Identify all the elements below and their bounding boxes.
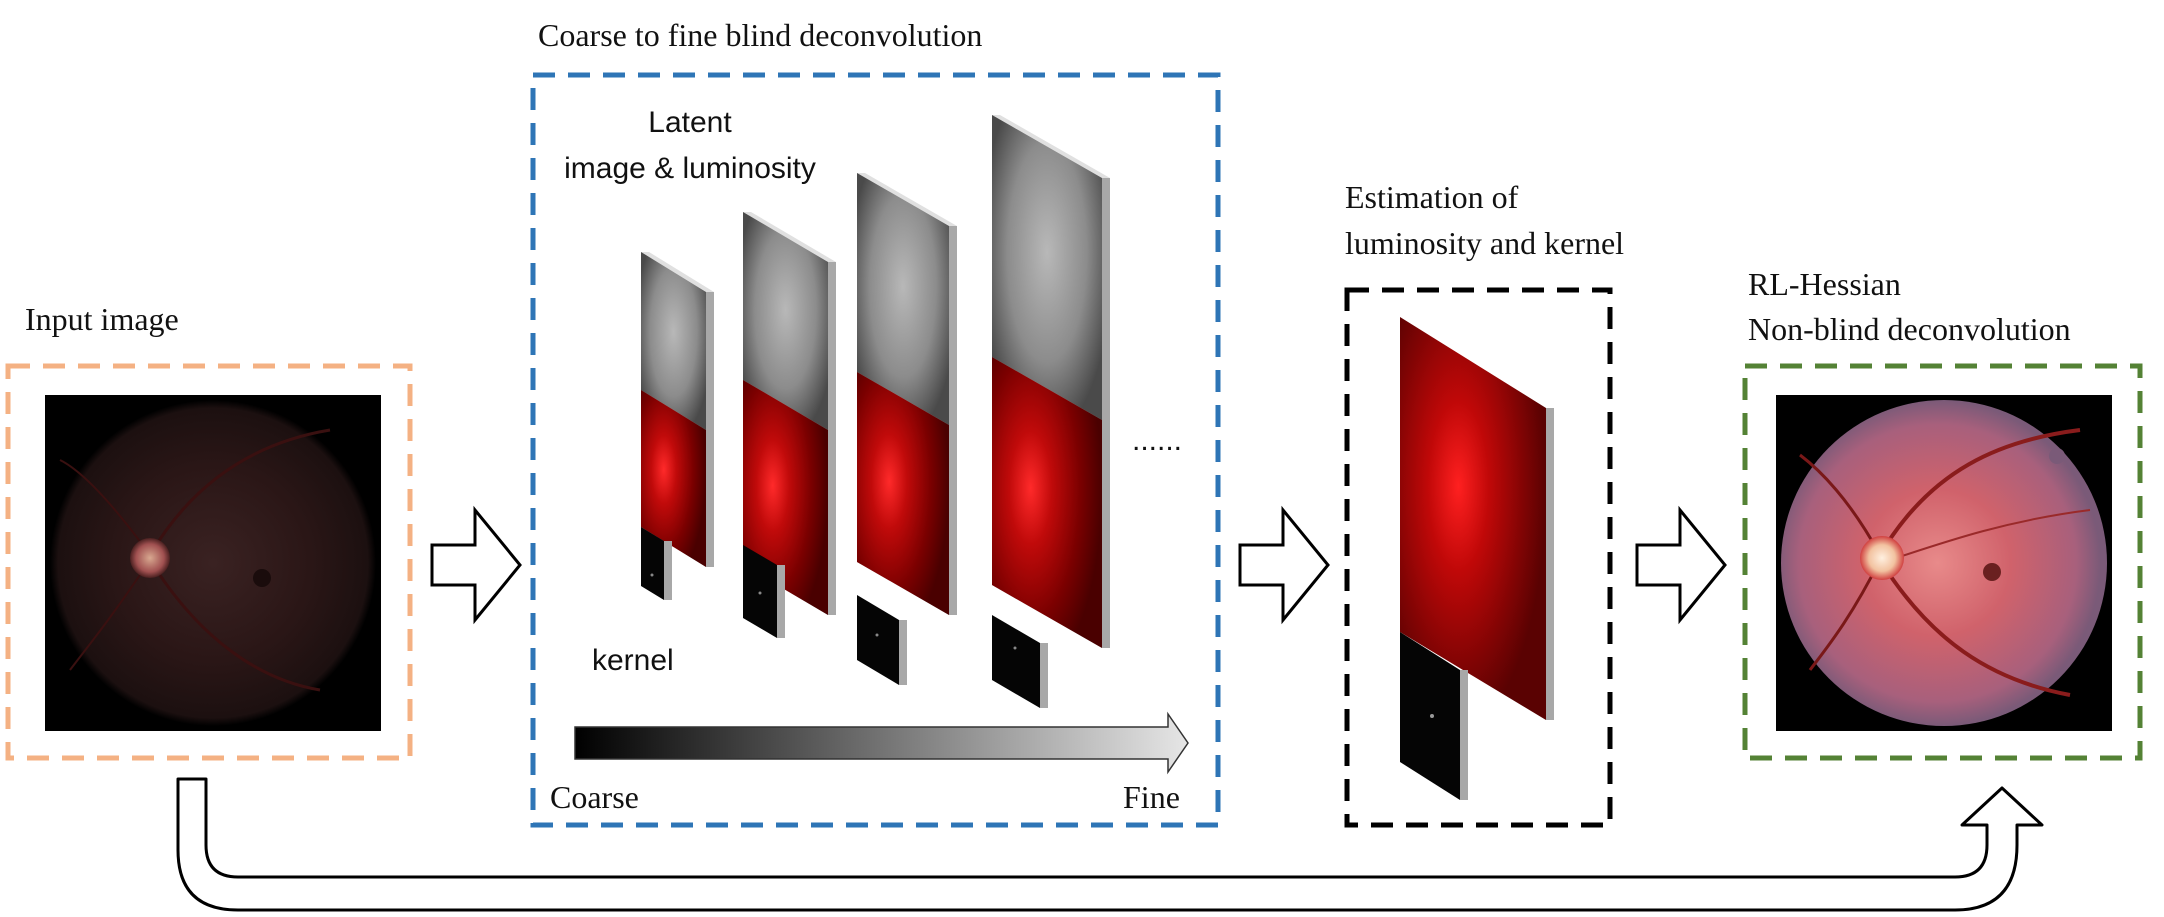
blind-deconv-title: Coarse to fine blind deconvolution <box>538 17 982 53</box>
estimated-kernel-plane <box>1400 632 1468 800</box>
latent-label-line2: image & luminosity <box>564 152 816 185</box>
estimation-title-line2: luminosity and kernel <box>1345 225 1624 261</box>
latent-label-line1: Latent <box>648 106 732 139</box>
arrow-right-1 <box>430 505 522 625</box>
estimated-luminosity-plane <box>1400 317 1554 720</box>
ellipsis: ...... <box>1132 424 1182 457</box>
pyramid-level-4 <box>992 115 1110 708</box>
rl-hessian-title-line1: RL-Hessian <box>1748 266 1901 302</box>
output-box <box>1742 363 2143 761</box>
blind-deconv-box <box>530 72 1221 828</box>
rl-hessian-title-line2: Non-blind deconvolution <box>1748 311 2071 347</box>
input-fundus-image <box>45 395 381 731</box>
fine-label: Fine <box>1123 779 1180 815</box>
input-image-box <box>5 363 413 761</box>
input-image-title: Input image <box>25 301 179 337</box>
coarse-label: Coarse <box>550 779 639 815</box>
kernel-label: kernel <box>592 644 674 677</box>
estimation-box <box>1344 287 1613 828</box>
estimation-title-line1: Estimation of <box>1345 179 1519 215</box>
pyramid-level-3 <box>857 173 957 685</box>
bypass-arrow <box>176 777 2044 912</box>
output-fundus-image <box>1776 395 2112 731</box>
arrow-right-3 <box>1635 505 1727 625</box>
pyramid-level-1 <box>641 252 714 600</box>
coarse-to-fine-arrow <box>574 711 1189 775</box>
arrow-right-2 <box>1238 505 1330 625</box>
pyramid-level-2 <box>743 212 836 638</box>
